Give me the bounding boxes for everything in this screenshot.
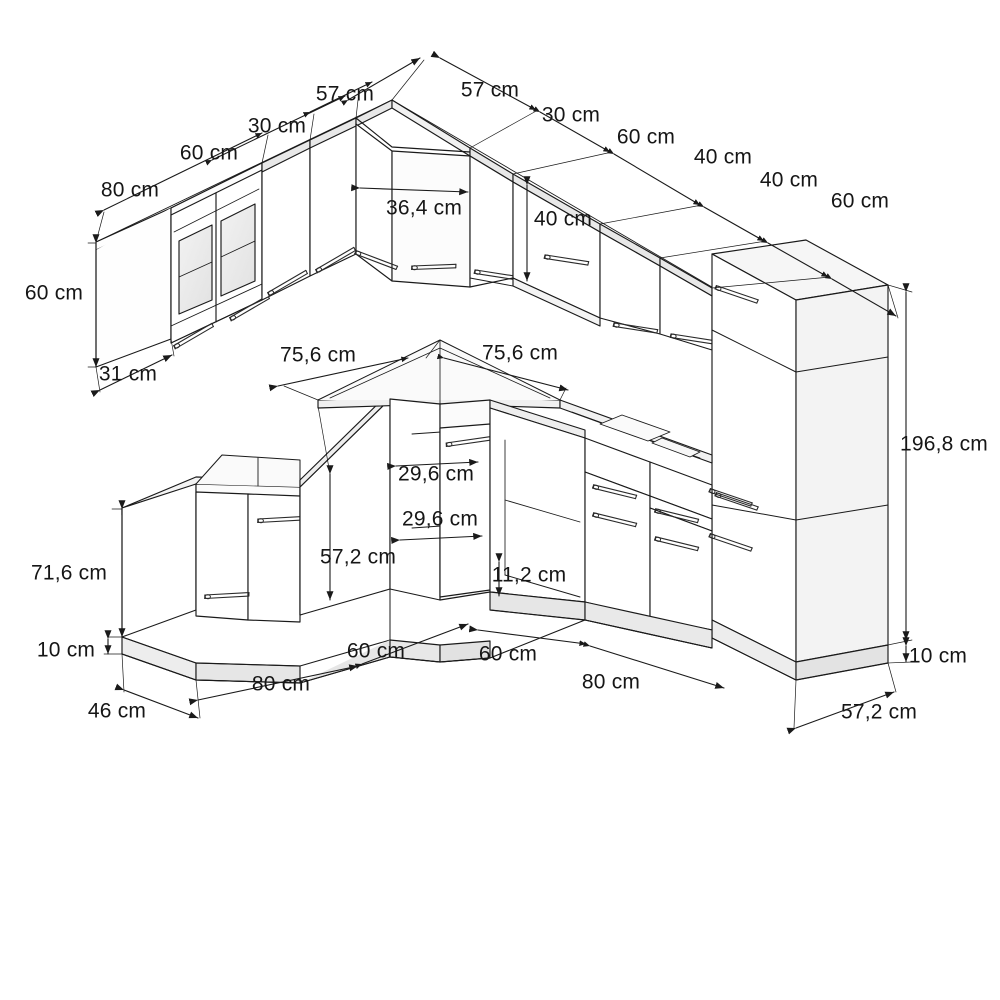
dimension-label-plinth-height-right-10: 10 cm (908, 644, 968, 668)
dimension-label-base-run-left-60: 60 cm (346, 639, 406, 663)
wall-unit-30-left (309, 117, 358, 277)
dimension-label-plinth-height-left-10: 10 cm (36, 638, 96, 662)
dimension-label-base-carcass-57_2: 57,2 cm (319, 545, 397, 569)
wall-unit-60-left (261, 139, 311, 301)
dimension-label-worktop-right-75_6: 75,6 cm (481, 341, 559, 365)
dimension-label-wall-run-right-60b: 60 cm (830, 189, 890, 213)
dimension-label-tall-unit-depth-57_2: 57,2 cm (840, 700, 918, 724)
dimension-label-wall-run-right-30: 30 cm (541, 103, 601, 127)
wall-unit-40-right-b (659, 257, 716, 351)
dimension-label-base-run-left-80: 80 cm (251, 672, 311, 696)
tall-unit-right (711, 239, 889, 681)
dimension-label-wall-unit-height-60: 60 cm (24, 281, 84, 305)
wall-unit-corner (354, 99, 471, 288)
dimension-label-wall-unit-glass-width-80: 80 cm (100, 178, 160, 202)
dimension-label-corner-base-29_6a: 29,6 cm (397, 462, 475, 486)
dimension-label-wall-run-left-60: 60 cm (179, 141, 239, 165)
dimension-label-wall-run-left-30: 30 cm (247, 114, 307, 138)
dimension-label-wall-run-right-40b: 40 cm (759, 168, 819, 192)
base-unit-60-right (489, 399, 586, 621)
dimension-label-worktop-left-75_6: 75,6 cm (279, 343, 357, 367)
dimension-label-wall-unit-short-40: 40 cm (533, 207, 593, 231)
dimension-label-tall-unit-height-196_8: 196,8 cm (900, 432, 988, 456)
dimension-label-corner-base-29_6b: 29,6 cm (401, 507, 479, 531)
dimension-label-base-height-71_6: 71,6 cm (30, 561, 108, 585)
dimension-label-wall-run-right-60: 60 cm (616, 125, 676, 149)
dimension-label-base-run-right-80: 80 cm (581, 670, 641, 694)
dimension-label-plinth-recess-11_2: 11,2 cm (491, 563, 567, 587)
dimension-label-wall-run-left-57: 57 cm (315, 82, 375, 106)
dimension-label-corner-wall-front-36_4: 36,4 cm (385, 196, 463, 220)
base-unit-sink-right (559, 399, 753, 649)
wall-unit-60-right (512, 173, 601, 327)
dimension-label-base-depth-46: 46 cm (87, 699, 147, 723)
dimension-label-base-run-right-60: 60 cm (478, 642, 538, 666)
dimension-label-wall-unit-depth-31: 31 cm (98, 362, 158, 386)
dimension-label-wall-run-right-40a: 40 cm (693, 145, 753, 169)
dimension-label-wall-run-right-57: 57 cm (460, 78, 520, 102)
wall-unit-40-right-a (599, 223, 661, 338)
wall-unit-30-right (469, 147, 520, 288)
base-unit-sink-left (121, 454, 303, 684)
